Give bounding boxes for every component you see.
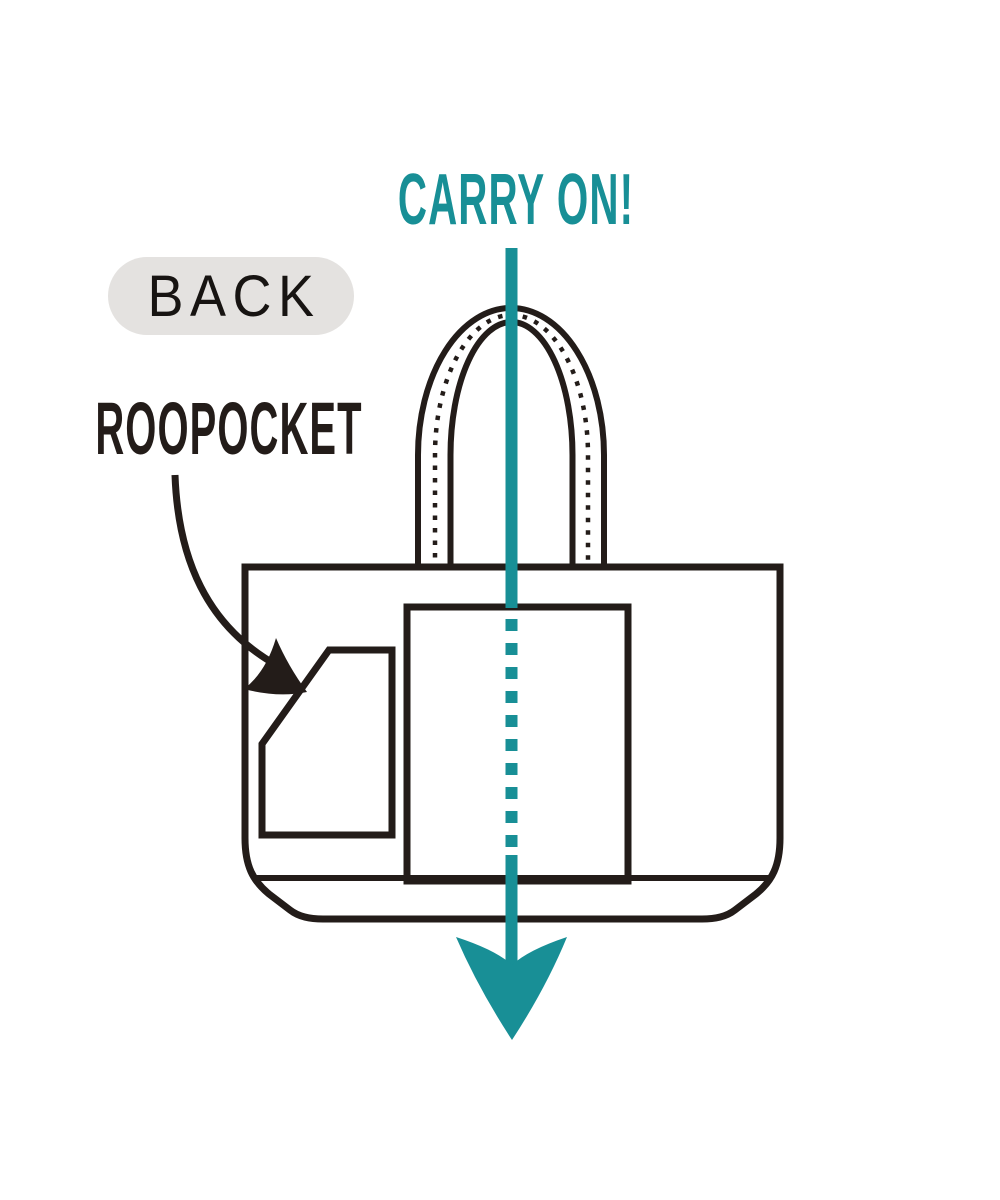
pointer-arrow-curve [171,474,280,670]
carry-on-label: CARRY ON! [397,160,635,240]
pointer-arrowhead-icon [244,638,307,695]
roo-pocket-outline [258,646,396,839]
back-badge: BACK [108,257,354,335]
down-arrow-icon [456,937,567,1040]
back-badge-label: BACK [147,263,321,329]
roopocket-label: ROOPOCKET [95,387,363,470]
